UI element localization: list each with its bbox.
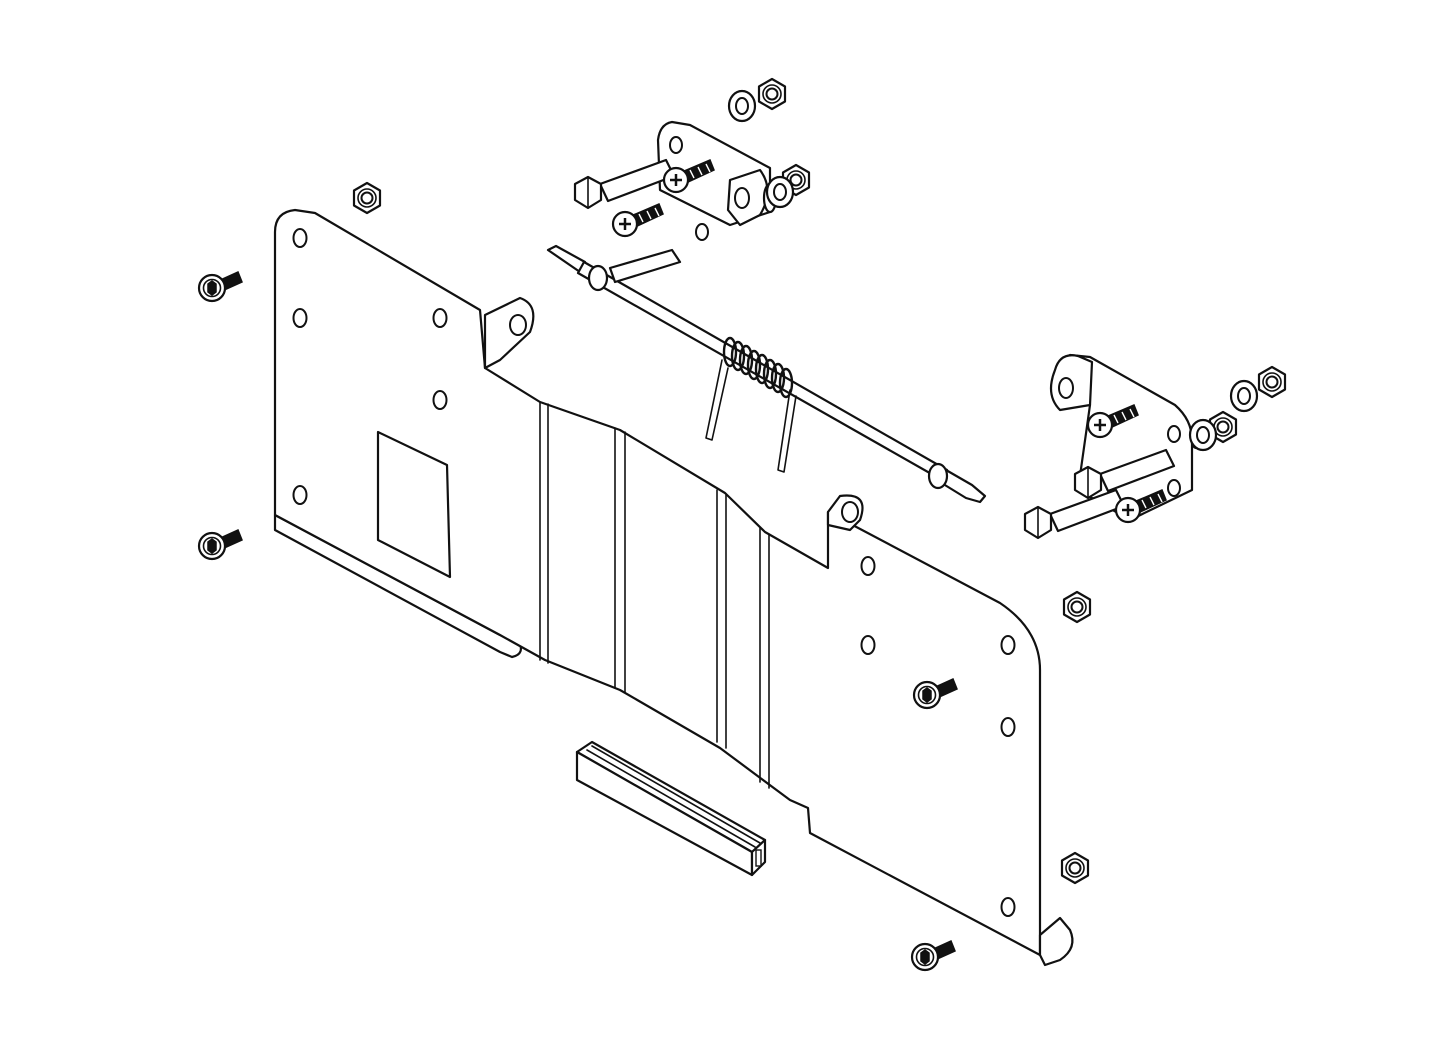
mounting-plate — [273, 208, 1074, 967]
torsion-spring — [705, 336, 797, 473]
cushion-strip — [575, 740, 767, 877]
hinge-bracket-right — [1049, 353, 1203, 522]
spring-shaft — [546, 244, 987, 504]
